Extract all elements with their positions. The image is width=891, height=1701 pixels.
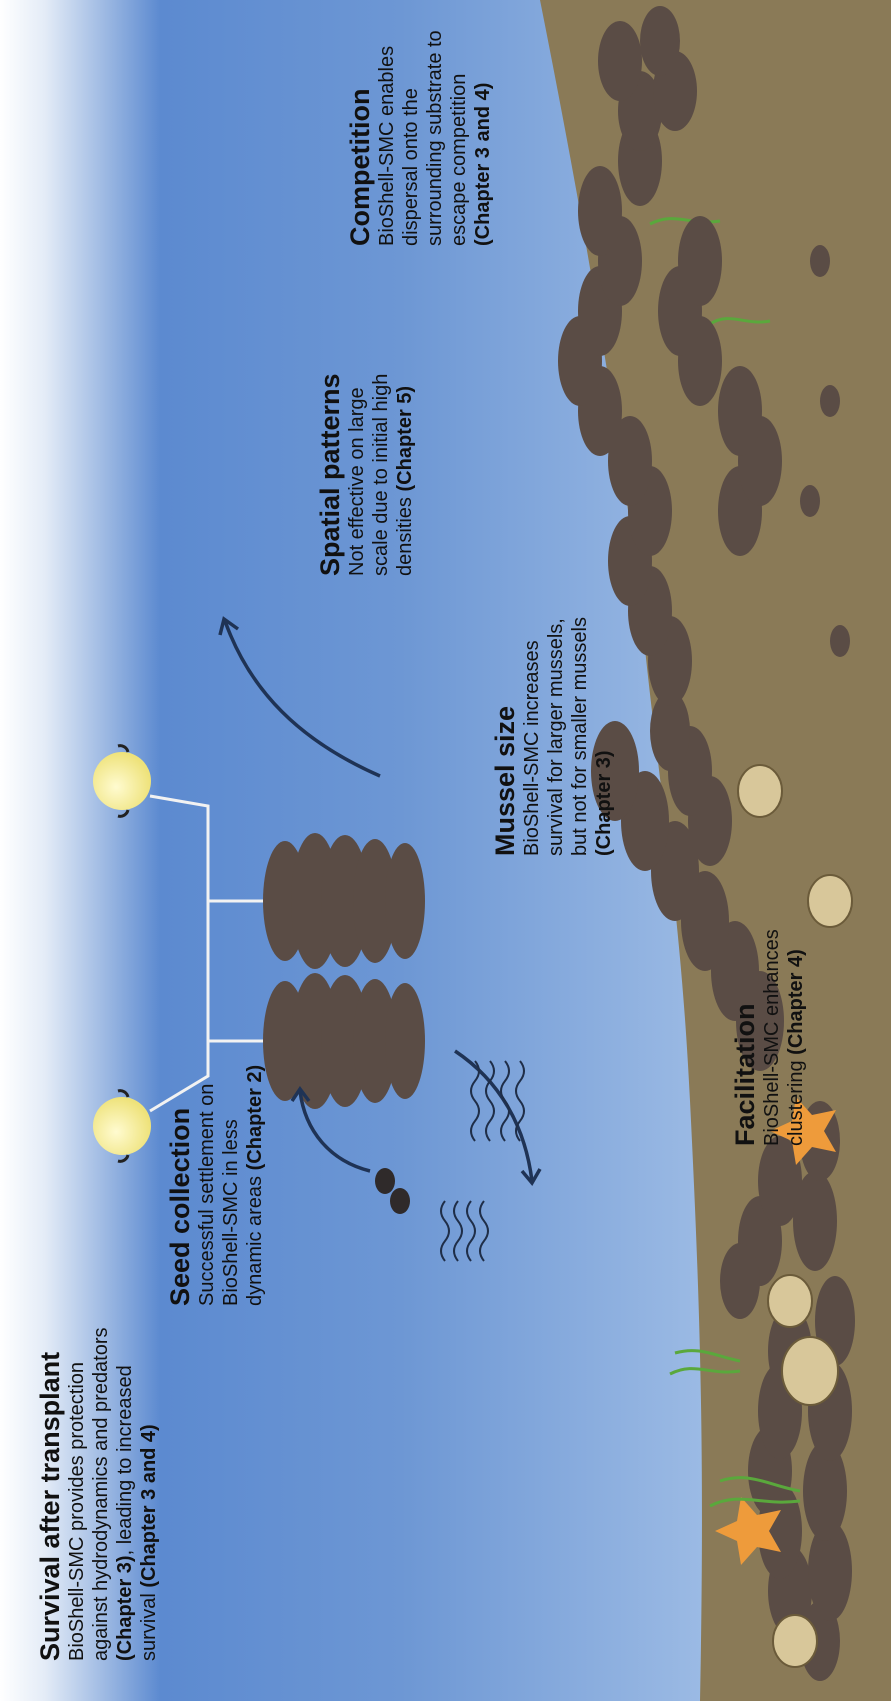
section-facilitation: Facilitation BioShell-SMC enhances clust… (730, 906, 808, 1146)
section-mussel-size: Mussel size BioShell-SMC increases survi… (490, 586, 616, 856)
chapter-ref: (Chapter 3) (593, 750, 615, 856)
section-text: Not effective on large scale due to init… (345, 346, 417, 576)
section-text-part: BioShell-SMC provides protection against… (66, 1327, 112, 1661)
section-heading: Survival after transplant (35, 1321, 65, 1661)
section-heading: Spatial patterns (315, 346, 345, 576)
chapter-ref: (Chapter 5) (394, 386, 416, 492)
section-text-part: BioShell-SMC increases survival for larg… (521, 617, 591, 856)
chapter-ref: (Chapter 3 and 4) (472, 83, 494, 246)
chapter-ref: (Chapter 2) (244, 1065, 266, 1171)
section-text-part: BioShell-SMC enables dispersal onto the … (376, 30, 470, 246)
chapter-ref: (Chapter 3 and 4) (138, 1424, 160, 1587)
mussel-rope-icon (263, 833, 425, 969)
section-text: BioShell-SMC increases survival for larg… (520, 586, 616, 856)
section-text: Successful settlement on BioShell-SMC in… (195, 1046, 267, 1306)
section-survival: Survival after transplant BioShell-SMC p… (35, 1321, 161, 1661)
section-heading: Competition (345, 6, 375, 246)
section-text: BioShell-SMC enhances clustering (Chapte… (760, 906, 808, 1146)
section-text: BioShell-SMC provides protection against… (65, 1321, 161, 1661)
section-heading: Mussel size (490, 586, 520, 856)
chapter-ref: (Chapter 3) (114, 1555, 136, 1661)
section-competition: Competition BioShell-SMC enables dispers… (345, 6, 495, 246)
section-spatial-patterns: Spatial patterns Not effective on large … (315, 346, 417, 576)
section-seed-collection: Seed collection Successful settlement on… (165, 1046, 267, 1306)
section-heading: Seed collection (165, 1046, 195, 1306)
mussel-rope-icon (263, 973, 425, 1109)
section-heading: Facilitation (730, 906, 760, 1146)
section-text: BioShell-SMC enables dispersal onto the … (375, 6, 495, 246)
chapter-ref: (Chapter 4) (785, 949, 807, 1055)
